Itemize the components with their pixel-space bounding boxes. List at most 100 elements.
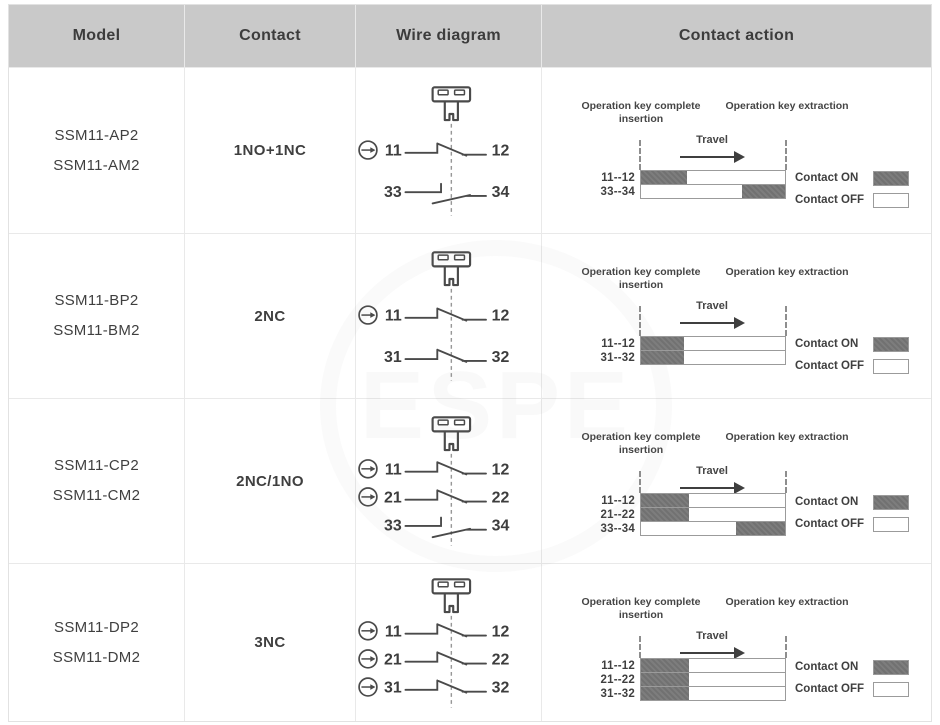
model-name: SSM11-DM2 — [52, 648, 141, 666]
operation-key-icon — [436, 88, 449, 96]
terminal-label: 11 — [384, 623, 401, 640]
operation-key-icon — [443, 266, 459, 287]
contact-bar — [640, 658, 786, 673]
bar-row: 21--22 — [550, 672, 786, 687]
contact-cell: 2NC — [185, 234, 355, 398]
legend-off-swatch — [873, 192, 909, 208]
contact-action-diagram: Operation key complete insertion Operati… — [550, 405, 922, 557]
terminal-label: 22 — [491, 651, 509, 668]
legend-on-swatch — [873, 494, 909, 510]
contact-on-segment — [736, 522, 785, 535]
direct-opening-icon — [369, 627, 375, 634]
legend-off-label: Contact OFF — [795, 518, 864, 530]
contact-bar — [640, 521, 786, 536]
terminal-label: 21 — [383, 651, 401, 668]
direct-opening-icon — [357, 139, 378, 160]
model-name: SSM11-BM2 — [53, 322, 140, 339]
legend-on-swatch — [873, 659, 909, 675]
column-header-model: Model — [9, 5, 184, 67]
operation-key-icon — [431, 416, 471, 433]
bar-label: 31--32 — [600, 351, 635, 364]
terminal-label: 31 — [383, 349, 401, 366]
legend-on-swatch — [873, 170, 909, 186]
direct-opening-icon — [369, 466, 375, 472]
terminal-label: 32 — [491, 349, 509, 366]
bar-label: 21--22 — [600, 673, 635, 686]
model-name: SSM11-CP2 — [54, 457, 139, 474]
contact-cell: 1NO+1NC — [185, 68, 355, 233]
bar-row: 33--34 — [550, 521, 786, 536]
legend-row: Contact ON — [795, 659, 909, 675]
contact-bar — [640, 686, 786, 701]
nc-contact-symbol — [404, 142, 487, 157]
direct-opening-icon — [357, 676, 378, 697]
bar-row: 11--12 — [550, 336, 786, 351]
terminal-label: 34 — [491, 518, 509, 535]
terminal-label: 33 — [383, 183, 401, 200]
operation-key-icon — [436, 254, 449, 261]
operation-key-icon — [443, 100, 459, 121]
legend-row: Contact ON — [795, 336, 909, 352]
bar-row: 31--32 — [550, 350, 786, 365]
contact-on-segment — [641, 659, 689, 672]
direct-opening-icon — [369, 683, 375, 690]
extraction-dashed-line — [785, 306, 787, 336]
column-header-contact-action: Contact action — [542, 5, 931, 67]
direct-opening-icon — [369, 312, 375, 318]
legend-on-swatch — [873, 336, 909, 352]
insertion-dashed-line — [639, 140, 641, 170]
bar-label: 11--12 — [601, 494, 635, 507]
bar-label: 11--12 — [601, 337, 635, 350]
contact-on-segment — [641, 494, 689, 507]
direct-opening-icon — [357, 305, 378, 325]
nc-contact-symbol — [404, 622, 487, 637]
bar-label: 11--12 — [601, 171, 635, 184]
terminal-label: 21 — [383, 490, 401, 507]
contact-action-cell: Operation key complete insertion Operati… — [542, 564, 931, 721]
nc-contact-symbol — [404, 489, 487, 504]
model-name: SSM11-AP2 — [54, 126, 139, 144]
contact-on-segment — [641, 337, 685, 350]
extraction-label: Operation key extraction — [725, 596, 849, 608]
legend-on-label: Contact ON — [795, 496, 859, 508]
legend-row: Contact OFF — [795, 516, 909, 532]
legend: Contact ON Contact OFF — [795, 336, 909, 380]
contact-action-cell: Operation key complete insertion Operati… — [542, 399, 931, 563]
extraction-dashed-line — [785, 471, 787, 493]
legend-off-label: Contact OFF — [795, 194, 864, 206]
direct-opening-icon — [369, 655, 375, 662]
direct-opening-icon — [369, 494, 375, 500]
travel-label: Travel — [696, 300, 728, 312]
contact-cell: 2NC/1NO — [185, 399, 355, 563]
contact-bar — [640, 493, 786, 508]
bar-row: 21--22 — [550, 507, 786, 522]
travel-label: Travel — [696, 465, 728, 477]
contact-cell: 3NC — [185, 564, 355, 721]
extraction-dashed-line — [785, 636, 787, 658]
nc-contact-symbol — [404, 679, 487, 694]
contact-action-diagram: Operation key complete insertion Operati… — [550, 74, 922, 226]
bar-label: 21--22 — [600, 508, 635, 521]
operation-key-icon — [436, 580, 449, 588]
direct-opening-icon — [369, 146, 375, 153]
terminal-label: 11 — [384, 308, 401, 325]
legend-off-swatch — [873, 681, 909, 697]
contact-bar — [640, 336, 786, 351]
legend-on-label: Contact ON — [795, 172, 859, 184]
insertion-label: Operation key complete insertion — [581, 100, 701, 125]
legend-off-label: Contact OFF — [795, 360, 864, 372]
model-name: SSM11-CM2 — [52, 487, 141, 504]
contact-bars: 11--12 21--22 33--34 — [550, 493, 786, 536]
insertion-dashed-line — [639, 306, 641, 336]
no-contact-symbol — [404, 516, 487, 539]
direct-opening-icon — [357, 459, 378, 479]
model-cell: SSM11-AP2 SSM11-AM2 — [9, 68, 184, 233]
legend-on-label: Contact ON — [795, 338, 859, 350]
terminal-label: 33 — [383, 518, 401, 535]
model-cell: SSM11-BP2 SSM11-BM2 — [9, 234, 184, 398]
contact-configuration: 2NC/1NO — [236, 472, 304, 490]
contact-action-cell: Operation key complete insertion Operati… — [542, 234, 931, 398]
contact-bars: 11--12 21--22 31--32 — [550, 658, 786, 701]
